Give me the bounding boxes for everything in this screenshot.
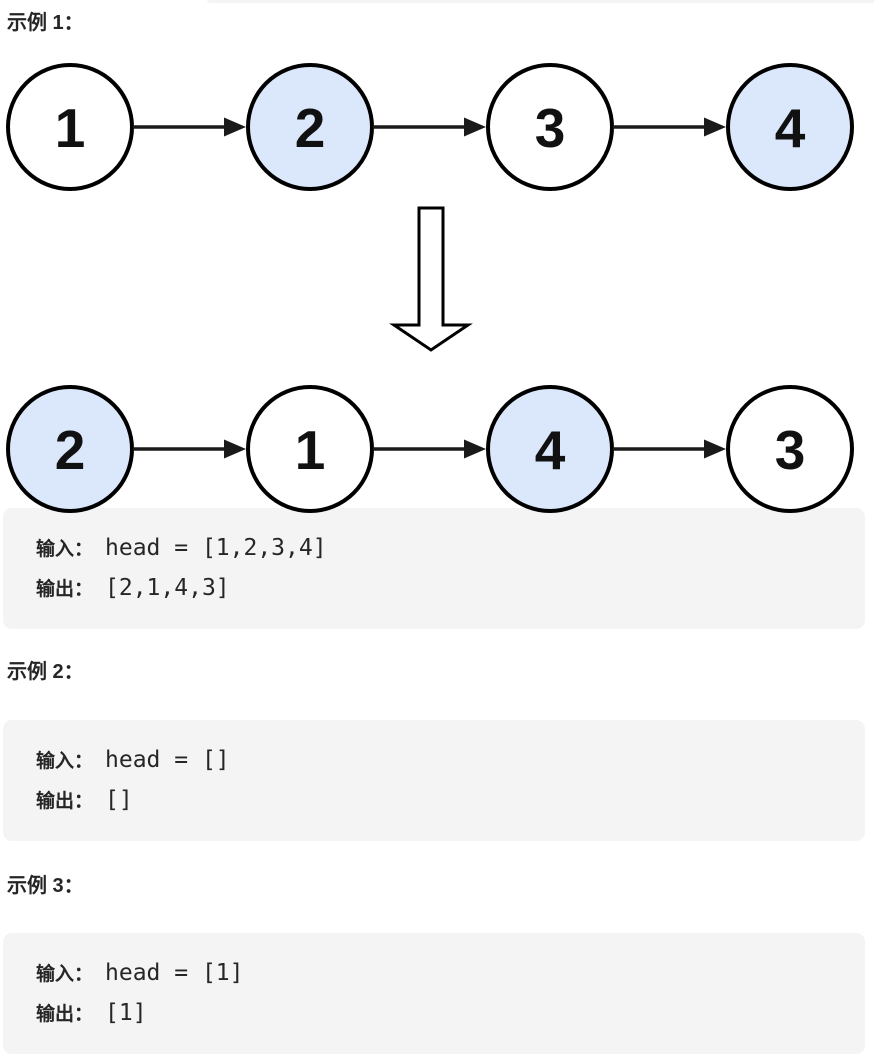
list-node-value: 4 bbox=[775, 97, 806, 159]
input-line: 输入： head = [1] bbox=[36, 954, 849, 994]
input-label: 输入： bbox=[36, 964, 94, 985]
example-1-heading: 示例 1： bbox=[7, 12, 84, 34]
list-node-value: 2 bbox=[55, 419, 86, 481]
link-arrowhead-icon bbox=[464, 439, 486, 459]
input-value: head = [1] bbox=[105, 960, 244, 986]
input-label: 输入： bbox=[36, 751, 94, 772]
list-node-value: 1 bbox=[295, 419, 326, 481]
link-arrowhead-icon bbox=[704, 117, 726, 137]
list-node-value: 4 bbox=[535, 419, 566, 481]
previous-block-bottom-edge bbox=[207, 0, 874, 3]
example-2-heading: 示例 2： bbox=[7, 661, 84, 683]
output-line: 输出： [1] bbox=[36, 994, 849, 1034]
list-node-after-2 bbox=[6, 385, 134, 513]
example-1-io-block: 输入： head = [1,2,3,4] 输出： [2,1,4,3] bbox=[3, 508, 865, 629]
output-line: 输出： [] bbox=[36, 781, 849, 821]
list-node-value: 3 bbox=[535, 97, 566, 159]
input-value: head = [] bbox=[105, 747, 230, 773]
input-label: 输入： bbox=[36, 539, 94, 560]
input-line: 输入： head = [] bbox=[36, 741, 849, 781]
list-node-after-3 bbox=[726, 385, 854, 513]
output-value: [] bbox=[105, 787, 133, 813]
list-node-before-3 bbox=[486, 63, 614, 191]
list-node-value: 2 bbox=[295, 97, 326, 159]
transform-down-arrow-icon bbox=[389, 206, 473, 352]
link-arrowhead-icon bbox=[224, 117, 246, 137]
output-line: 输出： [2,1,4,3] bbox=[36, 569, 849, 609]
list-node-before-2 bbox=[246, 63, 374, 191]
linked-list-diagram: 1 2 3 4 2 1 4 3 bbox=[6, 63, 854, 513]
output-label: 输出： bbox=[36, 791, 94, 812]
list-node-before-1 bbox=[6, 63, 134, 191]
list-node-value: 3 bbox=[775, 419, 806, 481]
input-value: head = [1,2,3,4] bbox=[105, 535, 327, 561]
example-2-io-block: 输入： head = [] 输出： [] bbox=[3, 720, 865, 841]
list-node-after-4 bbox=[486, 385, 614, 513]
input-line: 输入： head = [1,2,3,4] bbox=[36, 529, 849, 569]
link-arrowhead-icon bbox=[224, 439, 246, 459]
list-node-value: 1 bbox=[55, 97, 86, 159]
link-arrowhead-icon bbox=[464, 117, 486, 137]
output-label: 输出： bbox=[36, 579, 94, 600]
link-arrowhead-icon bbox=[704, 439, 726, 459]
output-label: 输出： bbox=[36, 1004, 94, 1025]
output-value: [2,1,4,3] bbox=[105, 575, 230, 601]
list-node-after-1 bbox=[246, 385, 374, 513]
list-node-before-4 bbox=[726, 63, 854, 191]
example-3-heading: 示例 3： bbox=[7, 875, 84, 897]
example-3-io-block: 输入： head = [1] 输出： [1] bbox=[3, 933, 865, 1054]
output-value: [1] bbox=[105, 1000, 147, 1026]
